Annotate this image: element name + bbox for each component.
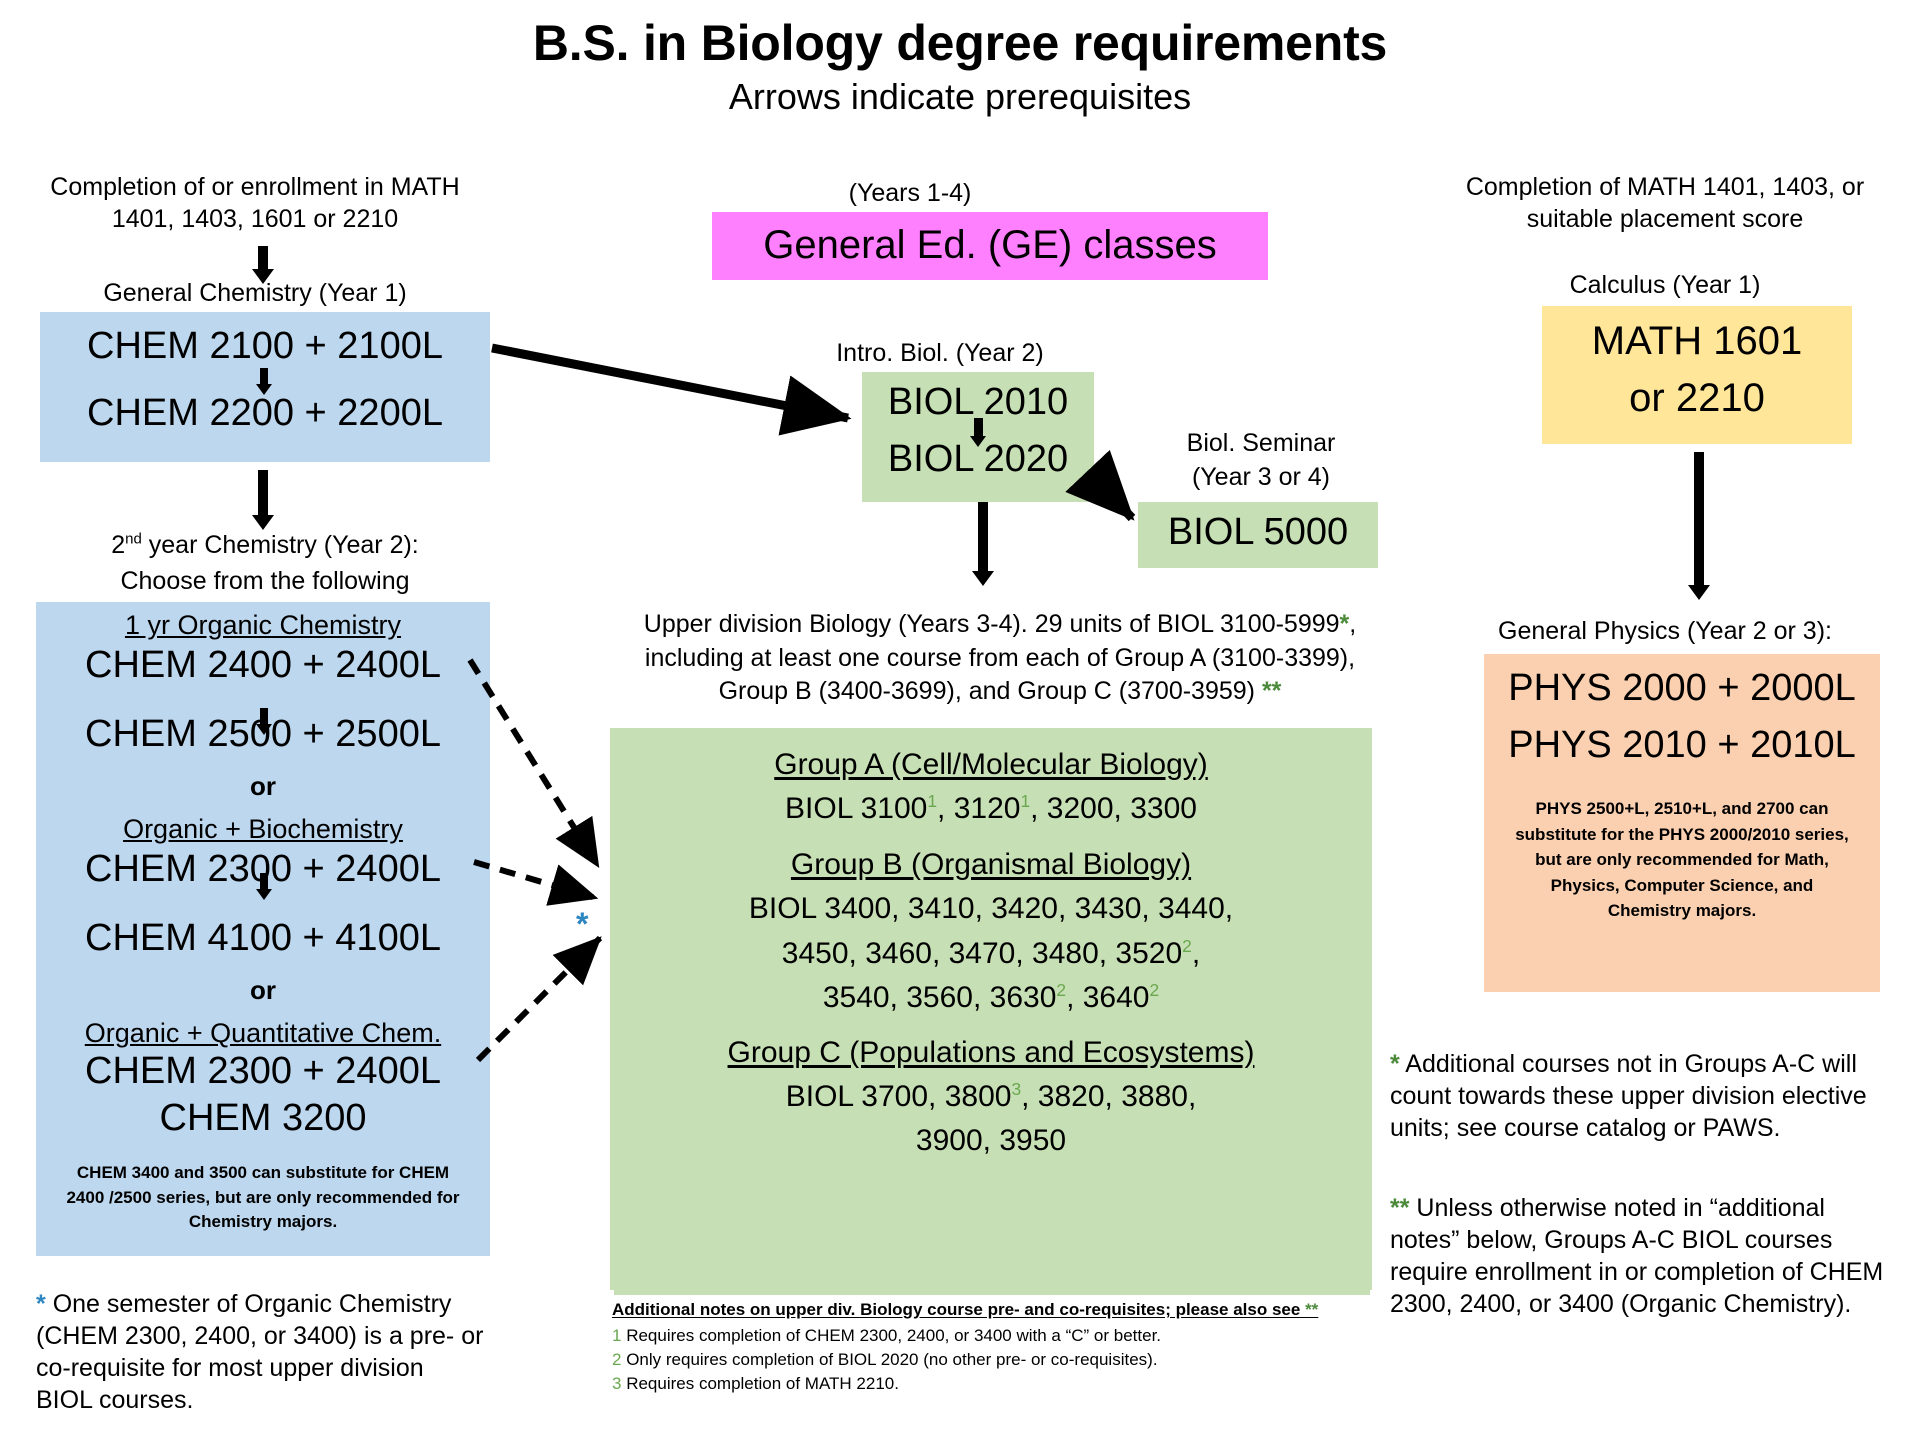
math-box-line-1: MATH 1601 bbox=[1591, 319, 1803, 363]
arrow-chem2400-to-chem2500 bbox=[256, 708, 272, 736]
math-prereq-caption: Completion of or enrollment in MATH 1401… bbox=[50, 173, 460, 233]
page-subtitle: Arrows indicate prerequisites bbox=[728, 76, 1192, 117]
group-c-title: Group C (Populations and Ecosystems) bbox=[727, 1035, 1255, 1069]
biol-seminar-caption-line2: (Year 3 or 4) bbox=[1191, 463, 1331, 491]
gen-chem-line-1: CHEM 2100 + 2100L bbox=[87, 325, 443, 367]
option-1-title: 1 yr Organic Chemistry bbox=[124, 610, 402, 640]
physics-line-1: PHYS 2000 + 2000L bbox=[1508, 667, 1856, 709]
organic-chem-note: * One semester of Organic Chemistry (CHE… bbox=[36, 1288, 486, 1416]
additional-note-item: 3 Requires completion of MATH 2210. bbox=[612, 1372, 1402, 1396]
group-c-line-1: BIOL 3700, 38003, 3820, 3880, bbox=[785, 1078, 1197, 1113]
page-title: B.S. in Biology degree requirements bbox=[532, 15, 1388, 71]
ge-caption: (Years 1-4) bbox=[848, 179, 972, 207]
or-separator-2: or bbox=[250, 975, 276, 1006]
biol-seminar-box: BIOL 5000 bbox=[1138, 502, 1378, 568]
legend-single-star-text: Additional courses not in Groups A-C wil… bbox=[1390, 1050, 1867, 1142]
additional-notes-header-text: Additional notes on upper div. Biology c… bbox=[612, 1300, 1306, 1319]
group-a-title: Group A (Cell/Molecular Biology) bbox=[774, 748, 1208, 781]
green-asterisk-1: * bbox=[1339, 610, 1350, 638]
dashed-arrow-option2-to-groups bbox=[473, 859, 599, 906]
course-groups-box: Group A (Cell/Molecular Biology) BIOL 31… bbox=[610, 728, 1372, 1290]
arrow-chem2300-to-chem4100 bbox=[256, 873, 272, 901]
additional-note-item: 2 Only requires completion of BIOL 2020 … bbox=[612, 1348, 1402, 1372]
physics-box: PHYS 2000 + 2000L PHYS 2010 + 2010L PHYS… bbox=[1484, 654, 1880, 992]
option-2-line-2: CHEM 4100 + 4100L bbox=[85, 917, 441, 960]
upper-div-line-1: Upper division Biology (Years 3-4). 29 u… bbox=[643, 610, 1340, 638]
intro-biology-box: BIOL 2010 BIOL 2020 bbox=[862, 372, 1094, 502]
green-asterisk-legend-2: ** bbox=[1390, 1194, 1410, 1222]
general-chemistry-caption: General Chemistry (Year 1) bbox=[103, 279, 407, 307]
biol-seminar-caption-line1: Biol. Seminar bbox=[1186, 429, 1336, 457]
note-number-3: 3 bbox=[612, 1374, 622, 1394]
arrow-math-to-genchem bbox=[252, 246, 274, 284]
option-3-title: Organic + Quantitative Chem. bbox=[84, 1018, 442, 1049]
general-chemistry-box: CHEM 2100 + 2100L CHEM 2200 + 2200L bbox=[40, 312, 490, 462]
group-b-title: Group B (Organismal Biology) bbox=[790, 848, 1192, 882]
legend-single-star: * Additional courses not in Groups A-C w… bbox=[1390, 1048, 1890, 1144]
biol-seminar-label: BIOL 5000 bbox=[1167, 511, 1349, 553]
additional-notes-header: Additional notes on upper div. Biology c… bbox=[612, 1300, 1402, 1320]
option-3-line-2: CHEM 3200 bbox=[159, 1097, 367, 1140]
intro-biol-line-1: BIOL 2010 bbox=[887, 381, 1069, 423]
math-placement-caption: Completion of MATH 1401, 1403, or suitab… bbox=[1465, 173, 1865, 233]
group-a-courses: BIOL 31001, 31201, 3200, 3300 bbox=[785, 791, 1197, 825]
green-asterisk-legend-1: * bbox=[1390, 1050, 1400, 1078]
intro-biol-caption: Intro. Biol. (Year 2) bbox=[836, 339, 1044, 367]
arrow-chem2100-to-chem2200 bbox=[256, 368, 272, 396]
chemistry-options-box: 1 yr Organic Chemistry CHEM 2400 + 2400L… bbox=[36, 602, 490, 1256]
second-year-chem-caption-line1: 2nd year Chemistry (Year 2): bbox=[111, 530, 419, 559]
upper-div-line-1-end: , bbox=[1349, 610, 1357, 638]
dashed-arrow-option3-to-groups bbox=[475, 935, 603, 1063]
arrow-introbiol-to-seminar bbox=[1065, 449, 1136, 522]
note-number-1: 1 bbox=[612, 1326, 622, 1345]
legend-double-star-text: Unless otherwise noted in “additional no… bbox=[1390, 1194, 1884, 1318]
arrow-biol2010-to-biol2020 bbox=[970, 418, 986, 448]
gen-chem-line-2: CHEM 2200 + 2200L bbox=[87, 392, 443, 435]
ge-box-label: General Ed. (GE) classes bbox=[763, 223, 1217, 267]
legend-double-star: ** Unless otherwise noted in “additional… bbox=[1390, 1192, 1890, 1320]
option-1-line-1: CHEM 2400 + 2400L bbox=[85, 644, 441, 686]
upper-div-line-3: Group B (3400-3699), and Group C (3700-3… bbox=[718, 677, 1262, 705]
green-double-asterisk-note: ** bbox=[1305, 1300, 1319, 1319]
group-c-line-2: 3900, 3950 bbox=[915, 1123, 1067, 1157]
upper-division-description: Upper division Biology (Years 3-4). 29 u… bbox=[560, 608, 1440, 709]
note-text-3: Requires completion of MATH 2210. bbox=[626, 1374, 899, 1394]
or-separator-1: or bbox=[250, 771, 276, 802]
group-b-line-3: 3540, 3560, 36302, 36402 bbox=[822, 980, 1160, 1015]
green-asterisk-2: ** bbox=[1261, 677, 1282, 705]
additional-note-item: 1 Requires completion of CHEM 2300, 2400… bbox=[612, 1324, 1402, 1348]
upper-div-line-2: including at least one course from each … bbox=[644, 643, 1356, 672]
physics-substitution-footnote: PHYS 2500+L, 2510+L, and 2700 can substi… bbox=[1515, 799, 1849, 921]
organic-chem-note-text: One semester of Organic Chemistry (CHEM … bbox=[36, 1290, 484, 1414]
note-text-2: Only requires completion of BIOL 2020 (n… bbox=[626, 1350, 1158, 1370]
arrow-math-to-physics bbox=[1688, 452, 1710, 602]
general-education-box: General Ed. (GE) classes bbox=[712, 212, 1268, 280]
option-2-title: Organic + Biochemistry bbox=[123, 814, 403, 845]
calculus-caption: Calculus (Year 1) bbox=[1569, 271, 1761, 299]
note-text-1: Requires completion of CHEM 2300, 2400, … bbox=[626, 1326, 1162, 1345]
note-number-2: 2 bbox=[612, 1350, 622, 1370]
second-year-chem-caption-line2: Choose from the following bbox=[120, 567, 410, 595]
math-box-line-2: or 2210 bbox=[1629, 376, 1765, 421]
group-b-line-1: BIOL 3400, 3410, 3420, 3430, 3440, bbox=[748, 892, 1234, 926]
general-physics-caption: General Physics (Year 2 or 3): bbox=[1498, 617, 1832, 645]
physics-line-2: PHYS 2010 + 2010L bbox=[1508, 724, 1856, 767]
blue-asterisk-marker: * bbox=[36, 1290, 46, 1318]
chem-substitution-footnote: CHEM 3400 and 3500 can substitute for CH… bbox=[66, 1163, 460, 1232]
arrow-genchem-to-secondyear bbox=[252, 470, 274, 532]
blue-asterisk-convergence: * bbox=[576, 906, 589, 942]
math-calculus-box: MATH 1601 or 2210 bbox=[1542, 306, 1852, 444]
option-3-line-1: CHEM 2300 + 2400L bbox=[85, 1050, 441, 1093]
additional-notes-block: Additional notes on upper div. Biology c… bbox=[612, 1300, 1402, 1396]
arrow-introbiol-to-upperdiv bbox=[972, 502, 994, 588]
group-b-line-2: 3450, 3460, 3470, 3480, 35202, bbox=[781, 935, 1201, 970]
